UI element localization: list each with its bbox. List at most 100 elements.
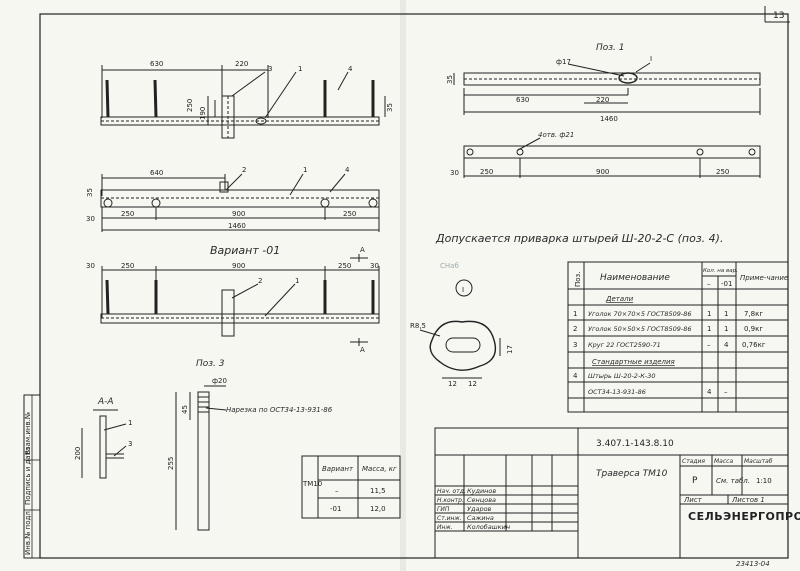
variant-dim-250b: 250 <box>338 262 351 270</box>
tb-role-1: Нач. отд. <box>437 488 466 495</box>
tb-scale-header: Масштаб <box>744 458 773 465</box>
main-callout-3: 3 <box>268 65 272 73</box>
tb-role-4: Ст.инж. <box>437 515 462 522</box>
main-dim-35: 35 <box>386 103 394 112</box>
mass-header-mass: Масса, кг <box>362 465 397 473</box>
spec-r2-name: Уголок 50×50×5 ГОСТ8509-86 <box>588 325 692 333</box>
spec-r5-q2: – <box>724 388 728 396</box>
pos1-dim-1460: 1460 <box>600 115 618 123</box>
section-aa-callout-1: 1 <box>128 419 132 427</box>
spec-qty-sub-2: -01 <box>721 280 732 288</box>
spec-r4-pos: 4 <box>573 372 578 380</box>
variant-title: Вариант -01 <box>210 244 280 257</box>
mass-table-side: ТМ10 <box>302 480 322 488</box>
main-callout-4: 4 <box>348 65 353 73</box>
spec-r3-note: 0,76кг <box>742 341 766 349</box>
tb-mass-header: Масса <box>714 458 733 465</box>
section-aa-dim-200: 200 <box>74 447 82 460</box>
strip-label-3: Взам.инв.№ <box>24 412 32 455</box>
tb-sheets-label: Листов 1 <box>731 496 765 504</box>
pos3-rod <box>175 385 227 531</box>
main-callout-1: 1 <box>298 65 302 73</box>
tb-name-1: Кудинов <box>467 487 496 495</box>
plan-dim-250a: 250 <box>121 210 134 218</box>
section-aa-callout-3: 3 <box>128 440 132 448</box>
spec-table <box>567 261 789 413</box>
tb-scale: 1:10 <box>756 477 772 485</box>
variant-dim-250a: 250 <box>121 262 134 270</box>
section-mark-bottom: A <box>360 346 365 354</box>
pos1-title: Поз. 1 <box>596 43 625 53</box>
variant-view <box>100 254 380 346</box>
pos1-dim-900: 900 <box>596 168 609 176</box>
tb-mass: См. табл. <box>716 477 750 485</box>
mass-header-variant: Вариант <box>322 465 354 473</box>
tb-role-3: ГИП <box>437 506 450 513</box>
spec-header-qty: Кол. на вар. <box>703 268 738 274</box>
spec-r5-name: ОСТ34-13-931-86 <box>588 388 646 396</box>
doc-title: Траверса ТМ10 <box>596 469 668 479</box>
detail-i <box>419 279 501 379</box>
mass-row2-mass: 12,0 <box>370 505 386 513</box>
section-aa-title: А-А <box>97 397 114 407</box>
pos3-dim-255: 255 <box>167 457 175 470</box>
variant-dim-30b: 30 <box>370 262 379 270</box>
pos1-dim-220: 220 <box>596 96 609 104</box>
tb-sheet-label: Лист <box>683 496 703 504</box>
pos1-dim-250a: 250 <box>480 168 493 176</box>
variant-dim-30a: 30 <box>86 262 95 270</box>
spec-r4-name: Штырь Ш-20-2-К-30 <box>588 372 656 380</box>
pos1-dim-250b: 250 <box>716 168 729 176</box>
pos1-dim-30: 30 <box>450 169 459 177</box>
strip-label-1: Инв.№ подл. <box>24 509 32 555</box>
doc-code: 3.407.1-143.8.10 <box>596 439 674 449</box>
plan-callout-2: 2 <box>242 166 246 174</box>
pos1-hole-d17: ф17 <box>556 58 571 66</box>
tb-role-5: Инж. <box>437 524 453 531</box>
main-dim-630: 630 <box>150 60 163 68</box>
pos3-dim-45: 45 <box>181 405 189 414</box>
bottom-code: 23413-04 <box>736 560 770 568</box>
plan-view <box>100 173 380 232</box>
pos1-holes: 4отв. ф21 <box>538 131 574 139</box>
spec-r1-note: 7,8кг <box>744 310 763 318</box>
tb-name-3: Ударов <box>467 505 492 513</box>
spec-r3-q2: 4 <box>724 341 729 349</box>
detail-i-dim-12b: 12 <box>468 380 477 388</box>
spec-r2-note: 0,9кг <box>744 325 763 333</box>
tb-name-2: Сенцова <box>467 496 496 504</box>
detail-i-marker: I <box>462 286 464 294</box>
spec-header-pos: Поз. <box>574 272 582 288</box>
tb-org: СЕЛЬЭНЕРГОПРОЕКТ <box>688 510 800 523</box>
spec-r1-q1: 1 <box>707 310 711 318</box>
main-dim-250: 250 <box>186 99 194 112</box>
variant-dim-900: 900 <box>232 262 245 270</box>
title-block <box>434 427 789 559</box>
plan-dim-35: 35 <box>86 188 94 197</box>
variant-callout-2: 2 <box>258 277 262 285</box>
pos3-dim-d20: ф20 <box>212 377 227 385</box>
pos1-dim-630: 630 <box>516 96 529 104</box>
main-dim-220: 220 <box>235 60 248 68</box>
mass-row2-variant: -01 <box>330 505 341 513</box>
spec-r1-pos: 1 <box>573 310 577 318</box>
pos3-thread-note: Нарезка по ОСТ34-13-931-86 <box>226 406 333 414</box>
mass-table <box>301 455 401 519</box>
plan-callout-4: 4 <box>345 166 350 174</box>
spec-r3-pos: 3 <box>573 341 577 349</box>
pos3-title: Поз. 3 <box>196 359 225 369</box>
spec-r3-name: Круг 22 ГОСТ2590-71 <box>588 341 661 349</box>
tb-name-5: Колобашкин <box>467 523 510 531</box>
spec-section-details: Детали <box>605 295 634 303</box>
plan-dim-900: 900 <box>232 210 245 218</box>
spec-r2-q1: 1 <box>707 325 711 333</box>
plan-dim-640: 640 <box>150 169 163 177</box>
detail-i-r85: R8,5 <box>410 322 426 330</box>
main-dim-190: 190 <box>199 107 207 120</box>
pos1-view <box>453 62 761 178</box>
section-mark-top: A <box>360 246 365 254</box>
mass-row1-variant: – <box>335 487 339 495</box>
spec-qty-sub-1: – <box>707 280 711 288</box>
